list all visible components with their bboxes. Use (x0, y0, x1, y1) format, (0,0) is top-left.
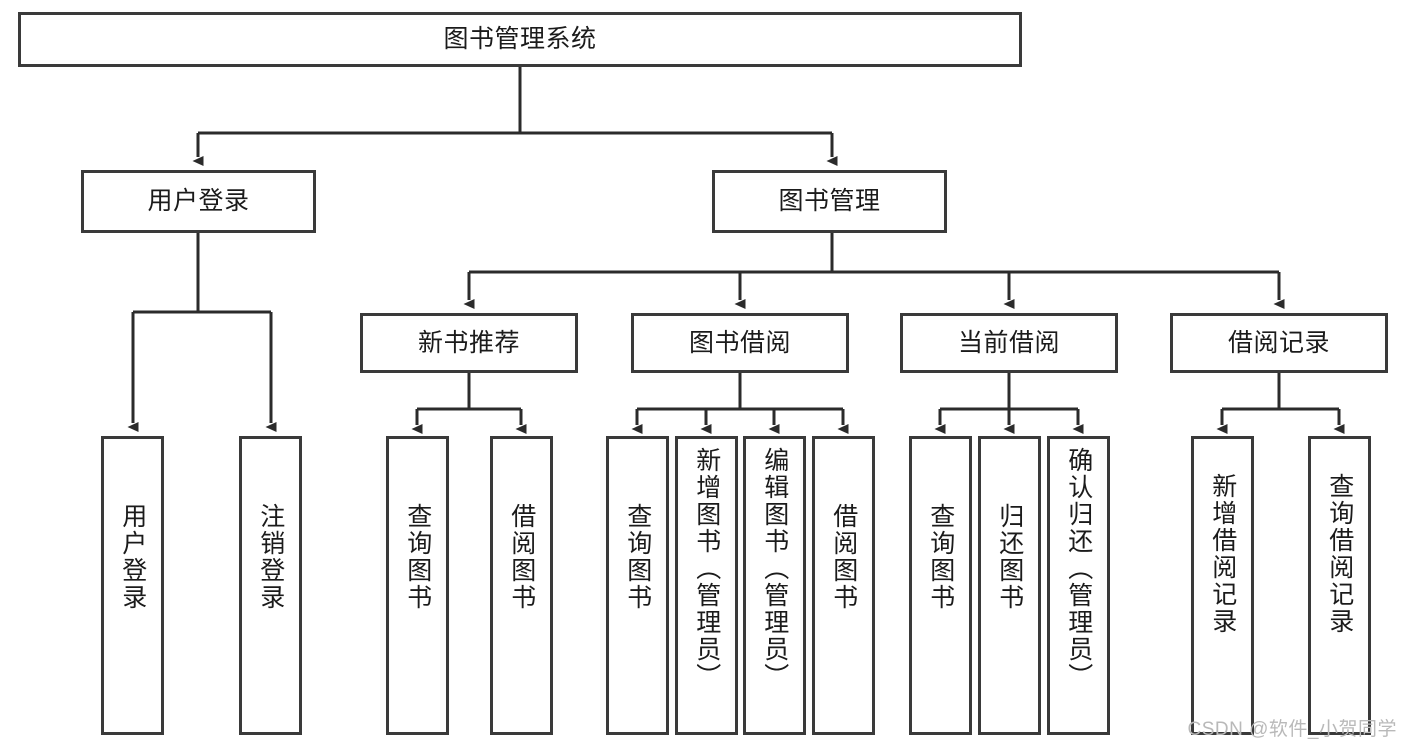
node-user-login[interactable]: 用户登录 (81, 170, 316, 233)
leaf-new-book-query-books[interactable]: 查询图书 (386, 436, 449, 735)
node-label: 新增图书（管理员） (692, 447, 721, 690)
node-label: 图书借阅 (688, 328, 791, 357)
leaf-current-query-books[interactable]: 查询图书 (909, 436, 972, 735)
node-new-book-recommendation[interactable]: 新书推荐 (360, 313, 578, 373)
node-label: 图书管理系统 (443, 25, 597, 54)
node-current-borrowing[interactable]: 当前借阅 (900, 313, 1118, 373)
node-label: 图书管理 (778, 187, 881, 216)
leaf-user-login-signout[interactable]: 注销登录 (239, 436, 302, 735)
leaf-borrow-add-book-admin[interactable]: 新增图书（管理员） (675, 436, 738, 735)
leaf-record-query-borrow-record[interactable]: 查询借阅记录 (1308, 436, 1371, 735)
node-label: 新增借阅记录 (1208, 473, 1237, 635)
node-label: 确认归还（管理员） (1064, 447, 1093, 690)
node-label: 归还图书 (995, 503, 1024, 611)
leaf-current-return-books[interactable]: 归还图书 (978, 436, 1041, 735)
node-label: 借阅记录 (1227, 328, 1330, 357)
node-label: 用户登录 (118, 503, 147, 611)
csdn-watermark: CSDN @软件_小贺同学 (1187, 719, 1397, 740)
leaf-borrow-query-books[interactable]: 查询图书 (606, 436, 669, 735)
leaf-borrow-edit-book-admin[interactable]: 编辑图书（管理员） (743, 436, 806, 735)
node-label: 新书推荐 (417, 328, 520, 357)
node-book-borrowing[interactable]: 图书借阅 (631, 313, 849, 373)
node-label: 当前借阅 (957, 328, 1060, 357)
leaf-user-login-signin[interactable]: 用户登录 (101, 436, 164, 735)
node-label: 用户登录 (147, 187, 250, 216)
node-label: 借阅图书 (507, 503, 536, 611)
node-label: 查询图书 (403, 503, 432, 611)
leaf-borrow-borrow-books[interactable]: 借阅图书 (812, 436, 875, 735)
node-root-book-management-system[interactable]: 图书管理系统 (18, 12, 1022, 67)
node-label: 借阅图书 (829, 503, 858, 611)
node-label: 查询图书 (926, 503, 955, 611)
leaf-record-add-borrow-record[interactable]: 新增借阅记录 (1191, 436, 1254, 735)
node-borrowing-record[interactable]: 借阅记录 (1170, 313, 1388, 373)
node-label: 编辑图书（管理员） (760, 447, 789, 690)
node-book-management[interactable]: 图书管理 (712, 170, 947, 233)
node-label: 查询图书 (623, 503, 652, 611)
node-label: 查询借阅记录 (1325, 473, 1354, 635)
leaf-current-confirm-return-admin[interactable]: 确认归还（管理员） (1047, 436, 1110, 735)
leaf-new-book-borrow-books[interactable]: 借阅图书 (490, 436, 553, 735)
node-label: 注销登录 (256, 503, 285, 611)
